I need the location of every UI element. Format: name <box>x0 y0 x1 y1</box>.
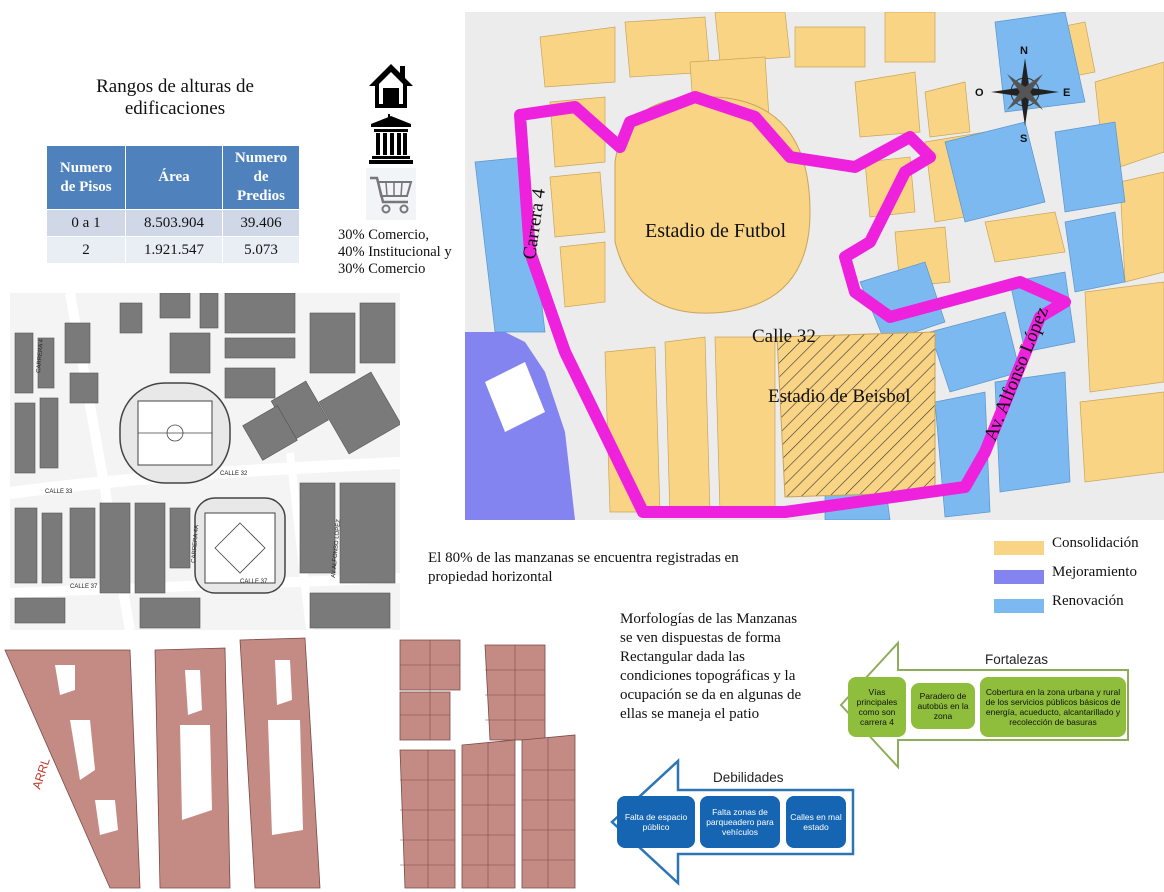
table-row: 0 a 1 8.503.904 39.406 <box>46 209 300 237</box>
label-estadio-beisbol: Estadio de Beisbol <box>768 386 910 407</box>
col-header-area: Área <box>125 145 223 210</box>
fortaleza-item: Cobertura en la zona urbana y rural de l… <box>980 677 1126 737</box>
compass-n: N <box>1020 45 1028 57</box>
debilidad-item: Calles en mal estado <box>786 796 846 848</box>
table-cell: 5.073 <box>222 236 300 264</box>
col-header-pisos: Numero de Pisos <box>46 145 126 210</box>
fortalezas-title: Fortalezas <box>985 652 1049 667</box>
legend-swatch <box>994 541 1044 555</box>
fortaleza-item: Paradero de autobús en la zona <box>911 683 975 729</box>
table-header-row: Numero de Pisos Área Numero de Predios <box>46 145 300 210</box>
table-title: Rangos de alturas de edificaciones <box>96 76 254 119</box>
uses-line: 30% Comercio, <box>338 227 430 243</box>
table-row: 2 1.921.547 5.073 <box>46 236 300 264</box>
legend-label: Renovación <box>1052 593 1124 609</box>
morphology-text: Morfologías de las Manzanas se ven dispu… <box>620 611 802 722</box>
heights-table: Numero de Pisos Área Numero de Predios 0… <box>46 145 300 264</box>
horizontal-property-note: El 80% de las manzanas se encuentra regi… <box>428 550 739 585</box>
photo-label: CALLE 37 <box>240 579 268 585</box>
table-cell: 1.921.547 <box>125 236 223 264</box>
uses-percentages: 30% Comercio, 40% Institucional y 30% Co… <box>338 227 473 278</box>
photo-label: CARRERA 4 <box>36 338 45 373</box>
photo-label: CARRERA 4A <box>191 525 200 563</box>
fortaleza-item: Vías principales como son carrera 4 <box>848 677 906 737</box>
shopping-cart-icon <box>366 168 416 220</box>
uses-line: 40% Institucional y <box>338 244 452 260</box>
table-cell: 0 a 1 <box>46 209 126 237</box>
table-cell: 2 <box>46 236 126 264</box>
legend-label: Consolidación <box>1052 535 1139 551</box>
institution-icon <box>369 114 413 164</box>
table-cell: 8.503.904 <box>125 209 223 237</box>
col-header-predios: Numero de Predios <box>222 145 300 210</box>
debilidades-title: Debilidades <box>713 770 784 785</box>
block-morphology: ARRL <box>4 637 576 889</box>
compass-s: S <box>1020 133 1027 145</box>
legend-swatch <box>994 599 1044 613</box>
photo-label: CALLE 33 <box>45 489 73 495</box>
house-icon <box>369 64 413 108</box>
label-calle: Calle 32 <box>752 326 816 347</box>
label-estadio-futbol: Estadio de Futbol <box>645 220 787 242</box>
zoning-map: N S E O Carrera 4 Estadio de Futbol Call… <box>465 12 1164 520</box>
photo-label: AV ALFONSO LOPEZ <box>331 519 342 579</box>
debilidad-item: Falta de espacio público <box>617 796 695 848</box>
legend-swatch <box>994 570 1044 584</box>
uses-line: 30% Comercio <box>338 261 426 277</box>
cadastral-map: CALLE 32 CALLE 33 CALLE 37 CALLE 37 CARR… <box>10 293 400 630</box>
blocks-label: ARRL <box>30 756 53 791</box>
table-cell: 39.406 <box>222 209 300 237</box>
legend-label: Mejoramiento <box>1052 564 1137 580</box>
compass-o: O <box>975 87 984 99</box>
compass-icon: N S E O <box>975 45 1070 145</box>
photo-label: CALLE 32 <box>220 471 248 477</box>
debilidad-item: Falta zonas de parqueadero para vehículo… <box>700 796 780 848</box>
compass-e: E <box>1063 87 1070 99</box>
photo-label: CALLE 37 <box>70 584 98 590</box>
